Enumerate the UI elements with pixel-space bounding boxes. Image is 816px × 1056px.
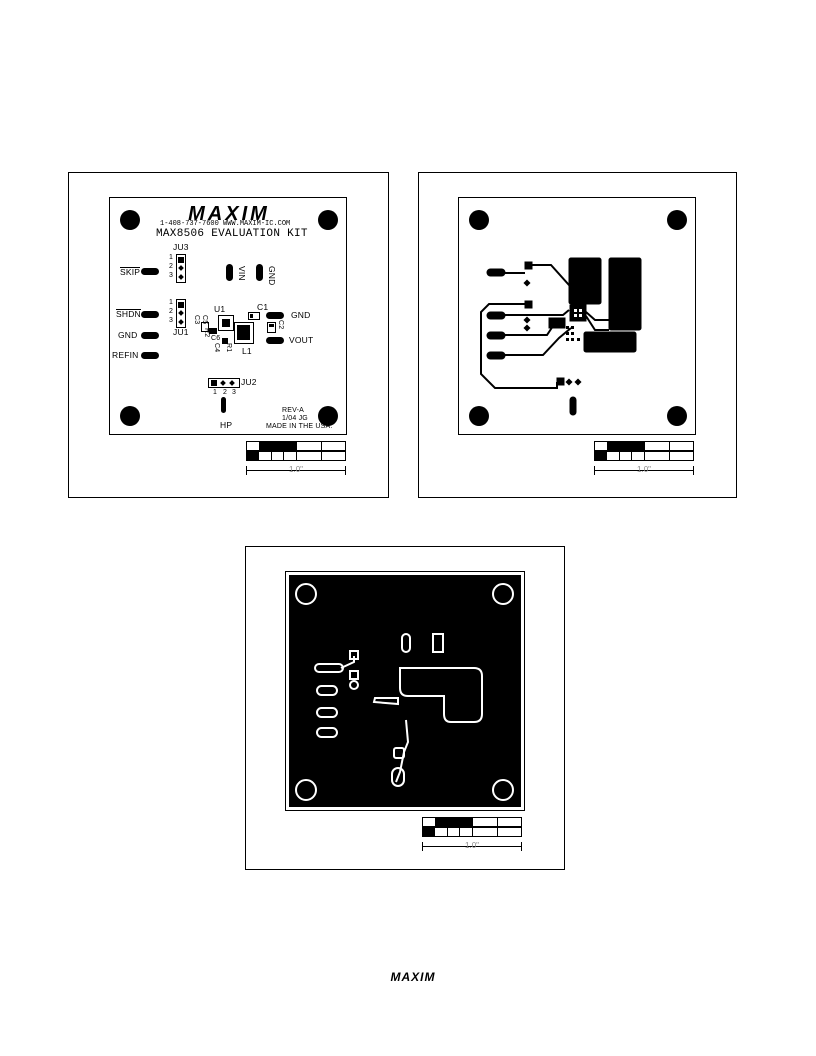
ju3-pin1: 1 — [169, 254, 174, 261]
scale-bar-1: 1.0" — [246, 441, 346, 481]
ju2-label: JU2 — [241, 377, 257, 387]
pcb-silkscreen-board: MAXIM 1-408-737-7600 WWW.MAXIM-IC.COM MA… — [109, 197, 347, 435]
skip-label: SKIP — [120, 267, 141, 277]
vout-pad — [266, 337, 284, 344]
r1-label: R1 — [225, 343, 232, 353]
refin-label: REFIN — [112, 350, 139, 360]
c4-label: C4 — [213, 343, 220, 353]
u1-label: U1 — [214, 304, 226, 314]
vin-label: VIN — [237, 266, 247, 281]
bottom-hole-tl — [295, 583, 317, 605]
ju2-pin2: 2 — [223, 389, 228, 396]
phone-url-text: 1-408-737-7600 WWW.MAXIM-IC.COM — [160, 220, 291, 228]
top-hole-br — [667, 406, 687, 426]
skip-pad — [141, 268, 159, 275]
gnd-right-label: GND — [291, 310, 311, 320]
ju3-pin2: 2 — [169, 263, 174, 270]
hp-label: HP — [220, 420, 233, 430]
gnd-top-pad — [256, 264, 263, 281]
ju1-pin3: 3 — [169, 317, 174, 324]
ju3-label: JU3 — [173, 242, 189, 252]
panel-solder-side: 1.0" — [245, 546, 565, 870]
u1-ic — [218, 315, 234, 331]
mount-hole-tr — [318, 210, 338, 230]
mount-hole-tl — [120, 210, 140, 230]
c3-label: C3 — [193, 315, 200, 325]
c4-part — [222, 338, 228, 344]
c2-label: C2 — [277, 320, 284, 330]
made-in-usa-text: MADE IN THE USA. — [266, 423, 333, 430]
gnd-left-label: GND — [118, 330, 138, 340]
vin-pad — [226, 264, 233, 281]
scale-label-3: 1.0" — [465, 841, 479, 850]
shdn-label: SHDN — [116, 309, 141, 319]
ju2-jumper — [208, 378, 240, 388]
gnd-right-pad — [266, 312, 284, 319]
c2-part — [267, 322, 276, 333]
l1-label: L1 — [242, 346, 252, 356]
ju2-pin1: 1 — [213, 389, 218, 396]
c1-label: C1 — [257, 302, 269, 312]
shdn-pad — [141, 311, 159, 318]
top-hole-tl — [469, 210, 489, 230]
refin-pad — [141, 352, 159, 359]
footer-maxim-logo: MAXIM — [390, 970, 436, 984]
gnd-left-pad — [141, 332, 159, 339]
scale-label-2: 1.0" — [637, 465, 651, 474]
top-hole-tr — [667, 210, 687, 230]
mount-hole-bl — [120, 406, 140, 426]
bottom-hole-bl — [295, 779, 317, 801]
ju2-pin3: 3 — [232, 389, 237, 396]
date-text: 1/04 JG — [282, 415, 308, 422]
top-hole-bl — [469, 406, 489, 426]
ju1-pin1: 1 — [169, 299, 174, 306]
solder-side-traces — [314, 633, 483, 787]
bottom-hole-tr — [492, 583, 514, 605]
r2-label: R2 — [203, 328, 210, 338]
ju1-jumper — [176, 299, 186, 328]
ju1-label: JU1 — [173, 327, 189, 337]
pcb-solder-side-board — [285, 571, 525, 811]
gnd-top-label: GND — [267, 266, 277, 286]
maxim-logo: MAXIM — [188, 203, 270, 225]
component-side-traces — [480, 257, 642, 416]
pcb-component-side-board — [458, 197, 696, 435]
scale-label-1: 1.0" — [289, 465, 303, 474]
r2-part — [209, 328, 217, 334]
scale-bar-2: 1.0" — [594, 441, 694, 481]
hp-pad — [221, 397, 226, 413]
board-title: MAX8506 EVALUATION KIT — [156, 228, 308, 240]
panel-component-placement: MAXIM 1-408-737-7600 WWW.MAXIM-IC.COM MA… — [68, 172, 389, 498]
ju3-jumper — [176, 254, 186, 283]
bottom-hole-br — [492, 779, 514, 801]
ju3-pin3: 3 — [169, 272, 174, 279]
panel-component-side: 1.0" — [418, 172, 737, 498]
l1-inductor — [234, 322, 254, 344]
c3-part — [201, 322, 209, 332]
c6-label: C6 — [211, 335, 221, 342]
scale-bar-3: 1.0" — [422, 817, 522, 857]
rev-text: REV-A — [282, 407, 305, 414]
mount-hole-br — [318, 406, 338, 426]
c1-part — [248, 312, 260, 320]
ju1-pin2: 2 — [169, 308, 174, 315]
vout-label: VOUT — [289, 335, 314, 345]
